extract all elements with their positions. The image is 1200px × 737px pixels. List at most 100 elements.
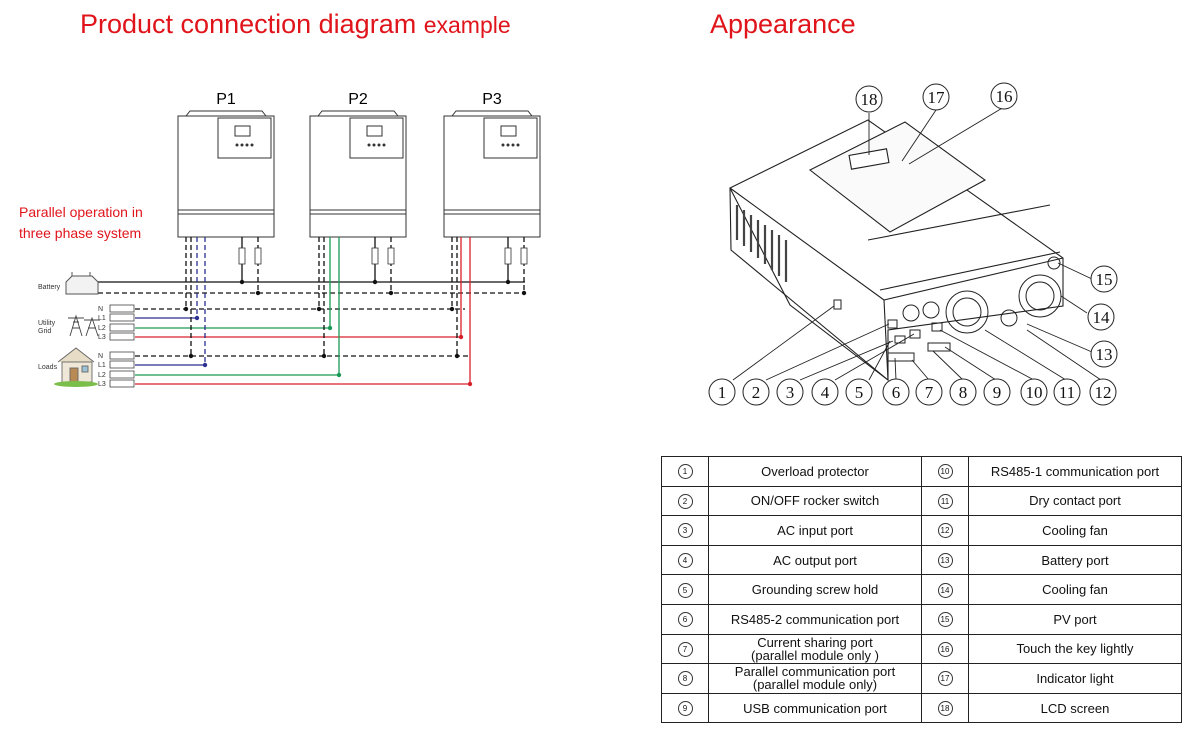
part-description-line: (parallel module only ) xyxy=(751,647,879,663)
connection-diagram-title: Product connection diagram example xyxy=(80,9,511,39)
p1-wiring xyxy=(185,237,259,365)
part-number-cell: 12 xyxy=(921,515,969,546)
part-description-line: Overload protector xyxy=(761,463,869,479)
part-description: Grounding screw hold xyxy=(708,574,922,605)
callout-4: 4 xyxy=(821,383,830,402)
parts-row: 4 AC output port 13 Battery port xyxy=(661,544,1182,576)
part-number: 15 xyxy=(937,612,953,628)
part-number: 10 xyxy=(937,464,953,480)
part-description-line: Current sharing port xyxy=(757,634,873,650)
p2-wiring xyxy=(318,237,392,375)
part-number: 11 xyxy=(937,493,953,509)
battery-label: Battery xyxy=(38,284,61,291)
callout-12: 12 xyxy=(1095,383,1112,402)
callout-markers xyxy=(708,82,1118,406)
part-description-line: Grounding screw hold xyxy=(751,582,879,598)
part-number: 9 xyxy=(677,701,693,717)
parts-row: 8 Parallel communication port(parallel mo… xyxy=(661,663,1182,694)
callout-13: 13 xyxy=(1096,345,1113,364)
part-number: 3 xyxy=(677,523,693,539)
svg-text:N: N xyxy=(98,353,103,360)
utility-bus xyxy=(135,308,465,338)
utility-tower-icon xyxy=(68,314,100,337)
part-number: 17 xyxy=(937,671,953,687)
terminal-blocks xyxy=(109,304,135,388)
part-description: AC output port xyxy=(708,544,922,576)
part-number-cell: 5 xyxy=(661,574,709,605)
part-number-cell: 8 xyxy=(661,663,709,694)
callout-1: 1 xyxy=(718,383,727,402)
part-description: Overload protector xyxy=(708,456,922,487)
callout-15: 15 xyxy=(1096,270,1113,289)
battery-icon xyxy=(65,272,99,295)
part-description: ON/OFF rocker switch xyxy=(708,485,922,517)
callout-3: 3 xyxy=(786,383,795,402)
part-description: PV port xyxy=(968,603,1182,635)
part-description-line: AC input port xyxy=(777,522,853,538)
battery-bus xyxy=(98,281,525,294)
part-description: AC input port xyxy=(708,515,922,546)
part-description-line: USB communication port xyxy=(743,700,887,716)
svg-text:L3: L3 xyxy=(98,381,106,388)
part-description: Current sharing port(parallel module onl… xyxy=(708,633,922,665)
callout-18: 18 xyxy=(861,90,878,109)
part-number-cell: 17 xyxy=(921,663,969,694)
house-icon xyxy=(54,347,98,387)
junction-dots xyxy=(183,279,527,387)
svg-text:L3: L3 xyxy=(98,334,106,341)
part-description: Touch the key lightly xyxy=(968,633,1182,665)
callout-17: 17 xyxy=(928,88,946,107)
part-number-cell: 18 xyxy=(921,692,969,724)
part-number-cell: 10 xyxy=(921,456,969,487)
svg-text:L2: L2 xyxy=(98,372,106,379)
part-number: 8 xyxy=(677,671,693,687)
callout-6: 6 xyxy=(892,383,901,402)
part-description-line: Parallel communication port xyxy=(734,664,896,680)
unit-label-p2: P2 xyxy=(348,91,368,108)
connection-diagram: P1 P2 P3 xyxy=(38,91,541,388)
part-description: USB communication port xyxy=(708,692,922,724)
callout-10: 10 xyxy=(1026,383,1043,402)
part-number-cell: 14 xyxy=(921,574,969,605)
callout-11: 11 xyxy=(1059,383,1075,402)
part-description: Cooling fan xyxy=(968,515,1182,546)
part-number-cell: 3 xyxy=(661,515,709,546)
part-number: 16 xyxy=(937,641,953,657)
svg-text:L1: L1 xyxy=(98,315,106,322)
callout-14: 14 xyxy=(1093,308,1111,327)
part-number-cell: 7 xyxy=(661,633,709,665)
callout-5: 5 xyxy=(855,383,864,402)
callout-7: 7 xyxy=(925,383,934,402)
part-description-line: (parallel module only) xyxy=(752,677,878,693)
part-number: 5 xyxy=(677,582,693,598)
part-number-cell: 2 xyxy=(661,485,709,517)
inverter-device xyxy=(729,119,1064,382)
part-number: 1 xyxy=(677,464,693,480)
part-number-cell: 4 xyxy=(661,544,709,576)
part-number-cell: 16 xyxy=(921,633,969,665)
appearance-title: Appearance xyxy=(710,9,856,39)
unit-label-p1: P1 xyxy=(216,91,236,108)
part-number: 13 xyxy=(937,553,953,569)
load-terminals: N L1 L2 L3 xyxy=(98,353,106,388)
part-number: 12 xyxy=(937,523,953,539)
callout-2: 2 xyxy=(752,383,761,402)
svg-text:L2: L2 xyxy=(98,325,106,332)
unit-label-p3: P3 xyxy=(482,91,502,108)
part-description: Battery port xyxy=(968,544,1182,576)
part-description: RS485-2 communication port xyxy=(708,603,922,635)
part-number-cell: 15 xyxy=(921,603,969,635)
loads-label: Loads xyxy=(38,364,58,371)
part-description: Indicator light xyxy=(968,663,1182,694)
part-number: 6 xyxy=(677,612,693,628)
part-description: Cooling fan xyxy=(968,574,1182,605)
part-description-line: AC output port xyxy=(773,552,857,568)
load-bus xyxy=(135,355,471,385)
parts-row: 3 AC input port 12 Cooling fan xyxy=(661,515,1182,546)
part-number-cell: 13 xyxy=(921,544,969,576)
